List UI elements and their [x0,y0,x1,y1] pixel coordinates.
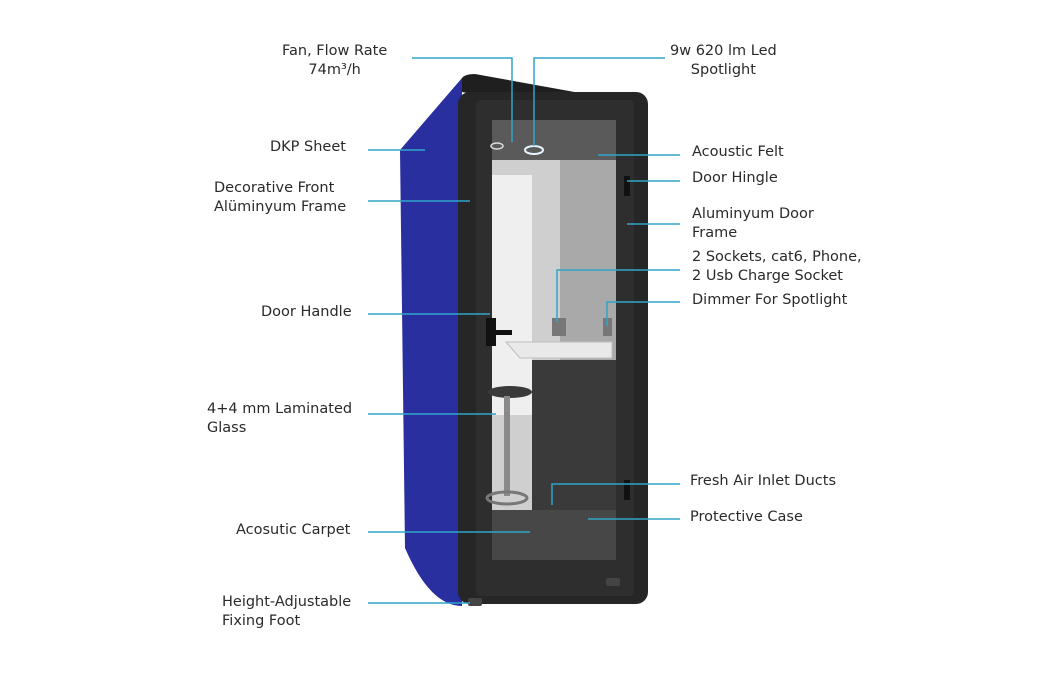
door-hinge-bottom [624,480,630,500]
label-fan: Fan, Flow Rate 74m³/h [282,42,387,80]
label-door-handle-line-1: Door Handle [261,304,352,320]
label-carpet-line-1: Acosutic Carpet [236,522,351,538]
label-sockets-line-2: 2 Usb Charge Socket [692,268,843,284]
label-sockets: 2 Sockets, cat6, Phone, 2 Usb Charge Soc… [692,248,862,286]
label-door-frame-line-2: Frame [692,225,738,241]
label-dimmer-line-1: Dimmer For Spotlight [692,292,848,308]
label-spotlight: 9w 620 lm Led Spotlight [670,42,777,80]
label-fan-line-1: Fan, Flow Rate [282,43,388,59]
label-dkp-sheet: DKP Sheet [270,138,346,157]
leader-spotlight [533,57,665,146]
label-fan-line-2: 74m³/h [308,62,361,78]
label-door-frame-line-1: Aluminyum Door [692,206,814,222]
label-front-frame-line-1: Decorative Front [214,180,335,196]
lower-wall [532,360,616,510]
label-front-frame: Decorative Front Alüminyum Frame [214,179,346,217]
label-dkp-sheet-line-1: DKP Sheet [270,139,346,155]
label-case-line-1: Protective Case [690,509,803,525]
label-glass-line-2: Glass [207,420,247,436]
ceiling [492,120,616,160]
label-hinge-line-1: Door Hingle [692,170,778,186]
stool-post [504,396,510,496]
stool-seat [488,386,532,398]
leader-lines [368,57,680,604]
label-foot-line-2: Fixing Foot [222,613,301,629]
leader-dimmer [606,301,680,326]
label-air-inlet-line-1: Fresh Air Inlet Ducts [690,473,836,489]
label-front-frame-line-2: Alüminyum Frame [214,199,347,215]
door-handle-bar [494,330,512,335]
fixing-foot-left [468,598,482,606]
label-spotlight-line-1: 9w 620 lm Led [670,43,777,59]
label-air-inlet: Fresh Air Inlet Ducts [690,472,836,491]
side-window [492,175,532,415]
leader-sockets [556,269,680,322]
label-felt: Acoustic Felt [692,143,784,162]
leader-air [551,483,680,505]
label-case: Protective Case [690,508,803,527]
label-hinge: Door Hingle [692,169,778,188]
fixing-foot-right [606,578,620,586]
label-glass: 4+4 mm Laminated Glass [207,400,352,438]
leader-fan [412,57,513,142]
stool-ring [485,490,529,506]
socket-panel [552,318,566,336]
label-glass-line-1: 4+4 mm Laminated [207,401,353,417]
booth-side-shell [400,78,462,606]
label-felt-line-1: Acoustic Felt [692,144,784,160]
label-foot-line-1: Height-Adjustable [222,594,352,610]
label-door-frame: Aluminyum Door Frame [692,205,814,243]
dimmer-switch [603,318,612,336]
label-sockets-line-1: 2 Sockets, cat6, Phone, [692,249,862,265]
desk [504,341,613,359]
label-spotlight-line-2: Spotlight [690,62,756,78]
fan-ring [490,142,504,150]
door-handle [486,318,496,346]
acoustic-carpet [492,510,616,560]
label-foot: Height-Adjustable Fixing Foot [222,593,351,631]
door-hinge-top [624,176,630,196]
label-carpet: Acosutic Carpet [236,521,350,540]
label-dimmer: Dimmer For Spotlight [692,291,847,310]
label-door-handle: Door Handle [261,303,352,322]
